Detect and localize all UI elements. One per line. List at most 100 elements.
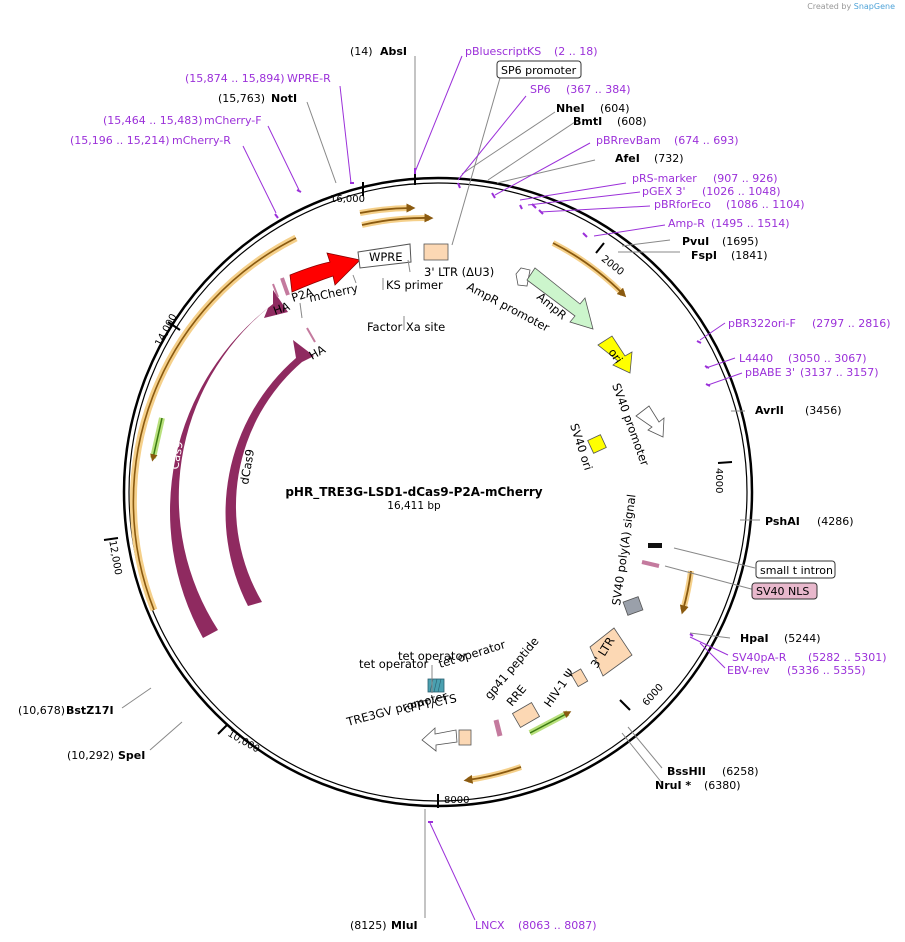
pbrrevbam-range: (674 .. 693): [674, 134, 739, 147]
cas9-label: Cas9: [167, 440, 186, 470]
sv40-nls-label: SV40 NLS: [756, 585, 809, 598]
tick-8000: 8000: [444, 795, 469, 806]
pvui-label: PvuI: [682, 235, 709, 248]
wpre-r-label: WPRE-R: [287, 72, 331, 85]
sv40-promoter-label: SV40 promoter: [609, 381, 652, 468]
absi-pos: (14): [350, 45, 373, 58]
hpai-label: HpaI: [740, 632, 769, 645]
wpre-label: WPRE: [369, 250, 403, 264]
sp6-label: SP6: [530, 83, 551, 96]
pbr322ori-f-label: pBR322ori-F: [728, 317, 796, 330]
noti-label: NotI: [271, 92, 297, 105]
ori-arrow: [597, 335, 633, 374]
ha-mark-1: [272, 283, 279, 298]
pbabe3-range: (3137 .. 3157): [800, 366, 879, 379]
afei-pos: (732): [654, 152, 684, 165]
lncx-label: LNCX: [475, 919, 505, 932]
bmti-pos: (608): [617, 115, 647, 128]
sv40-nls-box: [751, 582, 818, 600]
amp-r-label: Amp-R: [668, 217, 705, 230]
plasmid-name: pHR_TRE3G-LSD1-dCas9-P2A-mCherry: [285, 485, 542, 500]
pbrforeco-label: pBRforEco: [654, 198, 711, 211]
avrii-label: AvrII: [755, 404, 784, 417]
prs-marker-label: pRS-marker: [632, 172, 697, 185]
spei-label: SpeI: [118, 749, 145, 762]
avrii-pos: (3456): [805, 404, 842, 417]
mcherry-r-label: mCherry-R: [172, 134, 231, 147]
cppt-box: [458, 729, 472, 746]
pvui-pos: (1695): [722, 235, 759, 248]
sv40-ori-box: [587, 434, 607, 454]
noti-pos: (15,763): [218, 92, 265, 105]
pbluescriptks-label: pBluescriptKS: [465, 45, 541, 58]
tre3gv-arrow: [421, 727, 458, 752]
sp6-promoter-label: SP6 promoter: [501, 64, 577, 77]
sv40pa-r-label: SV40pA-R: [732, 651, 787, 664]
pshai-label: PshAI: [765, 515, 800, 528]
cas9-arc: [170, 290, 288, 638]
plasmid-size: 16,411 bp: [387, 500, 441, 512]
ampr-promoter-arrow: [515, 267, 531, 287]
tet-operator-1-label: tet operator: [398, 649, 467, 663]
hpai-pos: (5244): [784, 632, 821, 645]
sv40-promoter-arrow: [635, 405, 665, 438]
tick-4000: 4000: [713, 468, 724, 493]
mlui-label: MluI: [391, 919, 418, 932]
pbrforeco-range: (1086 .. 1104): [726, 198, 805, 211]
mcherry-f-label: mCherry-F: [204, 114, 262, 127]
gp41-mark: [493, 719, 503, 737]
dcas9-arc: [225, 340, 314, 606]
ha-mark-2: [306, 327, 316, 343]
nrui-label: NruI *: [655, 779, 691, 792]
wpre-r-range: (15,874 .. 15,894): [185, 72, 285, 85]
tick-12000: 12,000: [106, 540, 123, 576]
nhei-label: NheI: [556, 102, 585, 115]
ks-primer-label: KS primer: [386, 278, 443, 292]
l4440-label: L4440: [739, 352, 773, 365]
pgex3-label: pGEX 3': [642, 185, 686, 198]
pgex3-range: (1026 .. 1048): [702, 185, 781, 198]
orf-arcs: [129, 203, 694, 784]
pbrrevbam-label: pBRrevBam: [596, 134, 661, 147]
lncx-range: (8063 .. 8087): [518, 919, 597, 932]
afei-label: AfeI: [615, 152, 640, 165]
p2a-label: P2A: [290, 285, 315, 305]
pbabe3-label: pBABE 3': [745, 366, 795, 379]
bsshii-label: BssHII: [667, 765, 706, 778]
mlui-pos: (8125): [350, 919, 387, 932]
mcherry-arrow: [289, 252, 361, 293]
p2a-mark: [280, 277, 290, 296]
fspi-label: FspI: [691, 249, 717, 262]
small-t-intron-box: [755, 560, 836, 579]
snapgene-logo: SnapGene: [853, 2, 895, 11]
bsshii-pos: (6258): [722, 765, 759, 778]
mcherry-label: mCherry: [308, 281, 360, 305]
sv40-polya-label: SV40 poly(A) signal: [609, 493, 638, 606]
tick-16000: 16,000: [330, 194, 365, 205]
sp6-promoter-box: [496, 60, 582, 79]
mcherry-r-range: (15,196 .. 15,214): [70, 134, 170, 147]
amp-r-range: (1495 .. 1514): [711, 217, 790, 230]
fspi-pos: (1841): [731, 249, 768, 262]
rre-box: [511, 702, 541, 728]
l4440-range: (3050 .. 3067): [788, 352, 867, 365]
factor-xa-label: Factor Xa site: [367, 320, 445, 334]
leader-lines: [121, 56, 760, 918]
bstz17i-label: BstZ17I: [66, 704, 114, 717]
sv40-polya-box: [622, 596, 644, 616]
sv40-nls-mark: [641, 560, 660, 568]
small-t-intron-mark: [648, 543, 662, 548]
pshai-pos: (4286): [817, 515, 854, 528]
ampr-arrow: [526, 267, 594, 330]
hiv1-psi-box: [570, 668, 589, 688]
sp6-range: (367 .. 384): [566, 83, 631, 96]
sv40pa-r-range: (5282 .. 5301): [808, 651, 887, 664]
ha-1-label: HA: [271, 299, 291, 318]
dcas9-label: dCas9: [237, 448, 257, 486]
ltr-du3-label: 3' LTR (ΔU3): [424, 265, 494, 279]
nhei-pos: (604): [600, 102, 630, 115]
pbluescriptks-range: (2 .. 18): [554, 45, 598, 58]
pbr322ori-f-range: (2797 .. 2816): [812, 317, 891, 330]
ltr-du3-box: [423, 243, 449, 261]
